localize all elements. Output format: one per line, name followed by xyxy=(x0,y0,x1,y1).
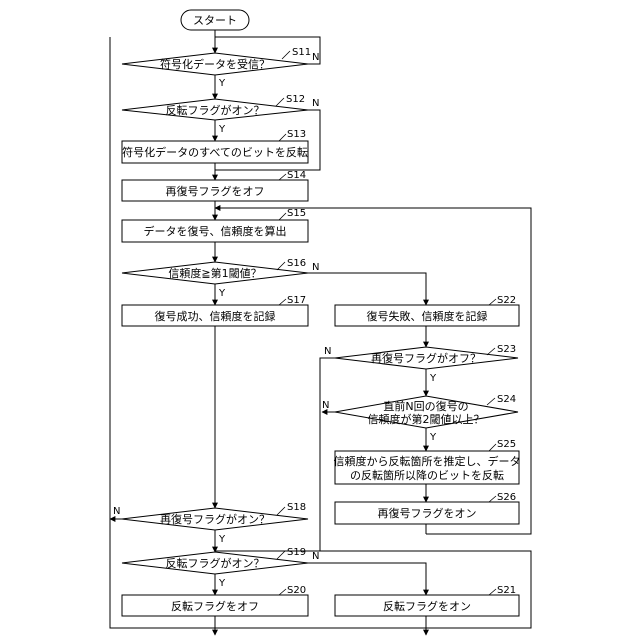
s22-text: 復号失敗、信頼度を記録 xyxy=(367,309,488,323)
s19-yes-label: Y xyxy=(218,578,226,589)
s25-text-line1: 信頼度から反転箇所を推定し、データ xyxy=(334,454,521,468)
s11-yes-label: Y xyxy=(218,78,226,89)
s24-yes-label: Y xyxy=(429,432,437,443)
s24-step: S24 xyxy=(497,394,516,405)
s16-yes-label: Y xyxy=(218,288,226,299)
s23-decision: 再復号フラグがオフ？ S23 xyxy=(335,344,518,369)
s24-decision: 直前N回の復号の 信頼度が第2閾値以上？ S24 xyxy=(335,394,518,428)
s24-text-line1: 直前N回の復号の xyxy=(383,399,468,413)
s25-process: 信頼度から反転箇所を推定し、データ の反転箇所以降のビットを反転 S25 xyxy=(334,439,521,484)
s22-process: 復号失敗、信頼度を記録 S22 xyxy=(335,295,519,326)
s21-text: 反転フラグをオン xyxy=(383,599,471,613)
s19-text: 反転フラグがオン？ xyxy=(166,556,265,570)
s13-step: S13 xyxy=(287,129,306,140)
s15-step: S15 xyxy=(287,208,306,219)
s20-text: 反転フラグをオフ xyxy=(171,599,259,613)
s17-step: S17 xyxy=(287,295,306,306)
s18-no-label: N xyxy=(113,506,120,517)
s11-no-label: N xyxy=(312,52,319,63)
s11-text: 符号化データを受信？ xyxy=(160,57,270,71)
s12-step: S12 xyxy=(286,94,305,105)
s23-no-label: N xyxy=(324,346,331,357)
s18-text: 再復号フラグがオン？ xyxy=(160,512,270,526)
s21-step: S21 xyxy=(497,585,516,596)
s18-yes-label: Y xyxy=(218,534,226,545)
s21-process: 反転フラグをオン S21 xyxy=(335,585,519,616)
s26-process: 再復号フラグをオン S26 xyxy=(335,492,519,524)
s12-yes-label: Y xyxy=(218,124,226,135)
s19-step: S19 xyxy=(287,547,306,558)
s22-step: S22 xyxy=(497,295,516,306)
s18-step: S18 xyxy=(287,502,306,513)
arrow-s16-s22 xyxy=(308,273,426,305)
s24-no-label: N xyxy=(322,400,329,411)
s25-text-line2: の反転箇所以降のビットを反転 xyxy=(350,468,504,482)
s17-text: 復号成功、信頼度を記録 xyxy=(155,309,276,323)
s24-text-line2: 信頼度が第2閾値以上？ xyxy=(368,412,485,426)
s23-text: 再復号フラグがオフ？ xyxy=(371,351,481,365)
s12-no-label: N xyxy=(312,98,319,109)
s14-text: 再復号フラグをオフ xyxy=(166,184,265,198)
s25-step: S25 xyxy=(497,439,516,450)
s19-no-label: N xyxy=(312,551,319,562)
s15-text: データを復号、信頼度を算出 xyxy=(144,224,287,238)
arrow-s19-s21 xyxy=(308,563,426,595)
s26-step: S26 xyxy=(497,492,516,503)
start-terminal: スタート xyxy=(181,10,249,30)
s11-step: S11 xyxy=(292,47,311,58)
s14-step: S14 xyxy=(287,170,306,181)
s20-step: S20 xyxy=(287,585,306,596)
s23-yes-label: Y xyxy=(429,373,437,384)
s16-step: S16 xyxy=(287,258,306,269)
s16-text: 信頼度≧第1閾値？ xyxy=(168,266,261,280)
arrow-return-loop xyxy=(215,208,531,534)
start-label: スタート xyxy=(193,14,237,27)
s12-text: 反転フラグがオン？ xyxy=(166,103,265,117)
s16-decision: 信頼度≧第1閾値？ S16 xyxy=(122,258,308,284)
s26-text: 再復号フラグをオン xyxy=(378,506,477,520)
s13-text: 符号化データのすべてのビットを反転 xyxy=(122,145,308,159)
s16-no-label: N xyxy=(312,262,319,273)
s23-step: S23 xyxy=(497,344,516,355)
s11-decision: 符号化データを受信？ S11 xyxy=(122,47,311,75)
